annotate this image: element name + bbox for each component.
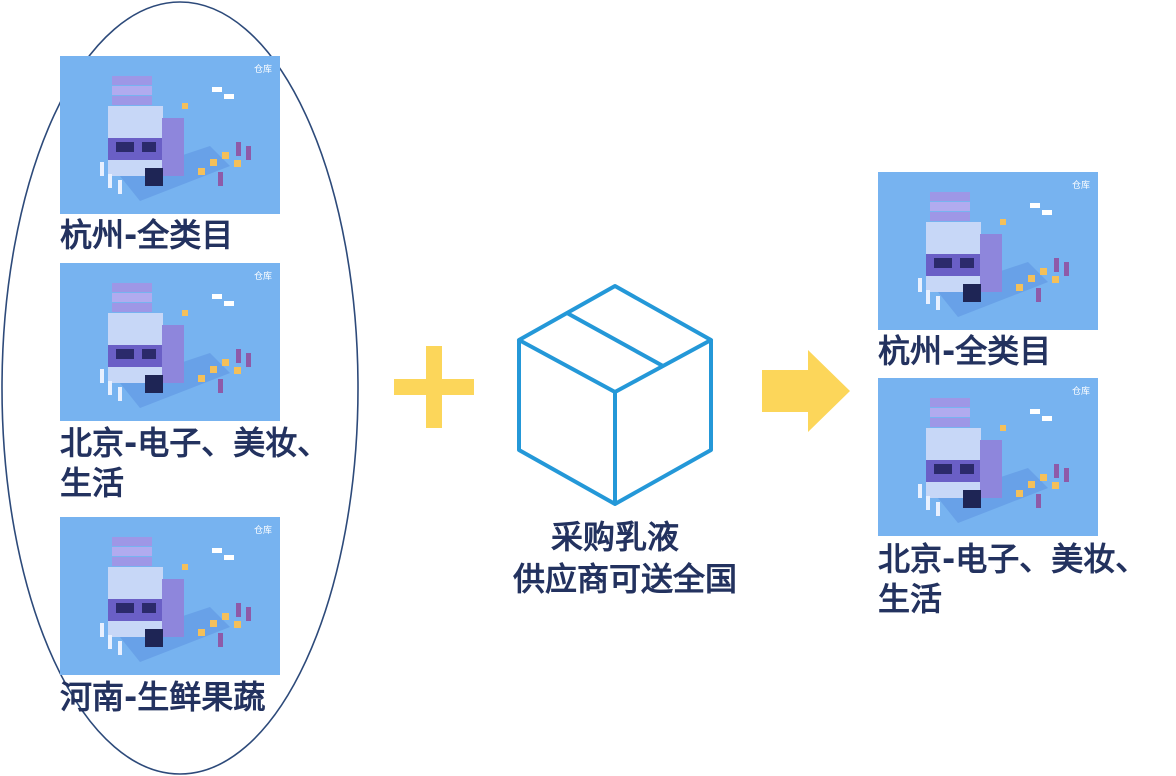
- warehouse-tag: 仓库: [1071, 387, 1090, 397]
- warehouse-illustration: [918, 192, 1069, 317]
- warehouse-illustration: [918, 398, 1069, 523]
- warehouse-image-beijing: 仓库: [60, 263, 280, 421]
- warehouse-tag: 仓库: [253, 526, 272, 536]
- warehouse-illustration: [100, 76, 251, 201]
- label-henan-left: 河南-生鲜果蔬: [60, 678, 266, 716]
- center-label-line2: 供应商可送全国: [512, 560, 737, 598]
- warehouse-illustration: [100, 283, 251, 408]
- warehouse-tag: 仓库: [253, 65, 272, 75]
- warehouse-tag: 仓库: [253, 272, 272, 282]
- warehouse-illustration: [100, 537, 251, 662]
- warehouse-image-henan: 仓库: [60, 517, 280, 675]
- warehouse-image-beijing-right: 仓库: [878, 378, 1098, 536]
- warehouse-image-hangzhou: 仓库: [60, 56, 280, 214]
- box-icon: [517, 284, 713, 506]
- warehouse-image-hangzhou-right: 仓库: [878, 172, 1098, 330]
- plus-icon: [394, 346, 474, 428]
- label-beijing-left-line1: 北京-电子、美妆、: [60, 424, 330, 462]
- label-hangzhou-left: 杭州-全类目: [60, 216, 234, 254]
- arrow-right-icon: [762, 350, 850, 432]
- label-hangzhou-right: 杭州-全类目: [878, 332, 1052, 370]
- label-beijing-left-line2: 生活: [60, 464, 125, 502]
- warehouse-tag: 仓库: [1071, 181, 1090, 191]
- label-beijing-right-line2: 生活: [878, 580, 943, 618]
- label-beijing-right-line1: 北京-电子、美妆、: [878, 540, 1148, 578]
- center-label-line1: 采购乳液: [550, 518, 679, 556]
